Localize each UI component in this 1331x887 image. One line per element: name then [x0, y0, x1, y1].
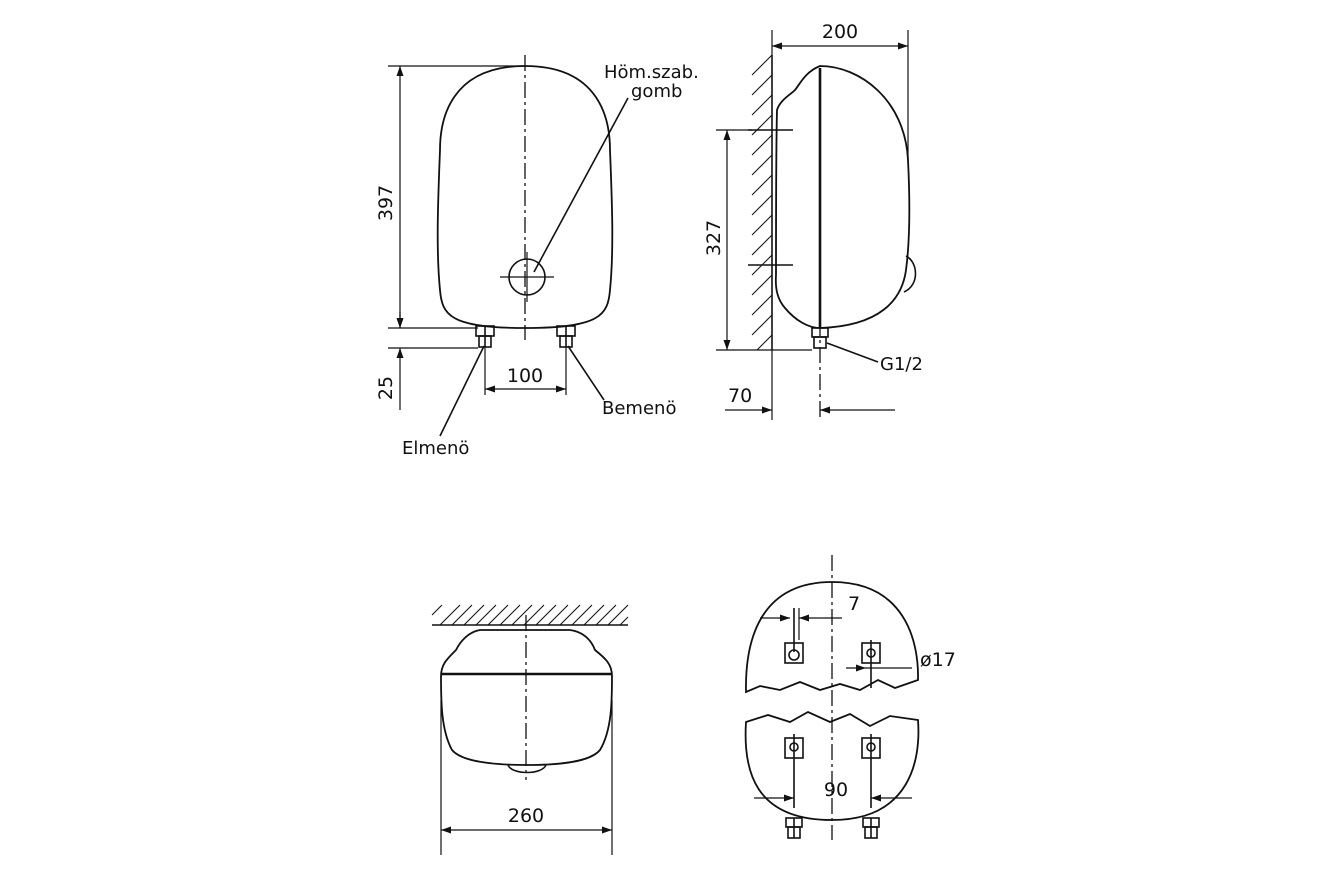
hole-dimension-label: ø17: [920, 649, 956, 671]
rear-view: 7 ø17 90: [744, 555, 956, 840]
front-view: Höm.szab. gomb 397 25 100 Elmenö: [375, 55, 699, 459]
ceiling-hatch: [431, 604, 629, 626]
mount-hole-upper-left: [784, 608, 804, 664]
side-view: G1/2 200 327 70: [703, 21, 923, 420]
thread-label: G1/2: [880, 354, 923, 375]
mount-hole-upper-right: [861, 640, 881, 688]
inlet-connector: [556, 325, 576, 348]
knob-label-line2: gomb: [631, 81, 682, 102]
offset-dimension-label: 70: [728, 385, 752, 407]
slot-dimension-label: 7: [848, 593, 860, 615]
inlet-label: Bemenö: [602, 398, 676, 419]
outlet-connector: [475, 325, 495, 348]
mount-hole-lower-left: [784, 734, 804, 808]
inlet-leader-line: [567, 345, 605, 401]
outlet-label: Elmenö: [402, 438, 469, 459]
thread-leader-line: [826, 342, 879, 363]
connector-spacing-label: 100: [507, 365, 543, 387]
knob-bulge: [903, 255, 917, 293]
outlet-leader-line: [439, 345, 485, 437]
top-view: 260: [431, 604, 629, 855]
rear-connector-right: [862, 817, 880, 839]
knob-leader-line: [533, 97, 629, 273]
rear-connector-left: [785, 817, 803, 839]
side-connector: [811, 327, 829, 349]
knob-label-line1: Höm.szab.: [604, 62, 699, 83]
mount-dimension-label: 327: [703, 220, 725, 256]
top-knob: [507, 764, 547, 774]
rear-spacing-label: 90: [824, 779, 848, 801]
side-tank-outline: [774, 65, 911, 329]
width-dimension-label: 260: [508, 805, 544, 827]
bottom-dimension-label: 25: [375, 376, 397, 400]
wall-hatch: [751, 54, 773, 351]
height-dimension-label: 397: [375, 185, 397, 221]
depth-dimension-label: 200: [822, 21, 858, 43]
